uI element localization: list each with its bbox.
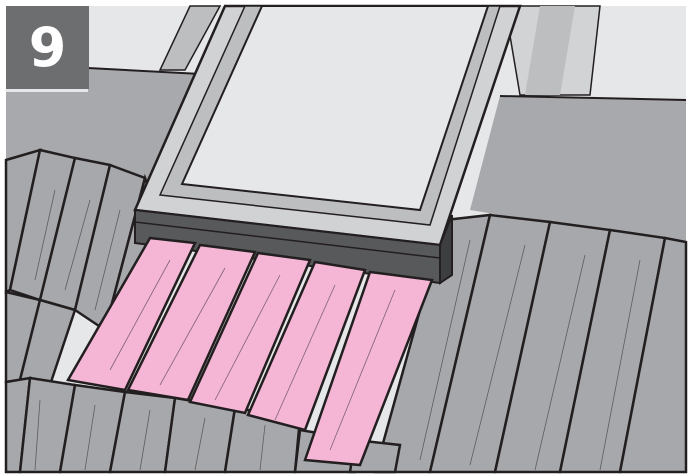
step-number-badge: 9 [6, 6, 89, 89]
step-number: 9 [29, 21, 67, 75]
